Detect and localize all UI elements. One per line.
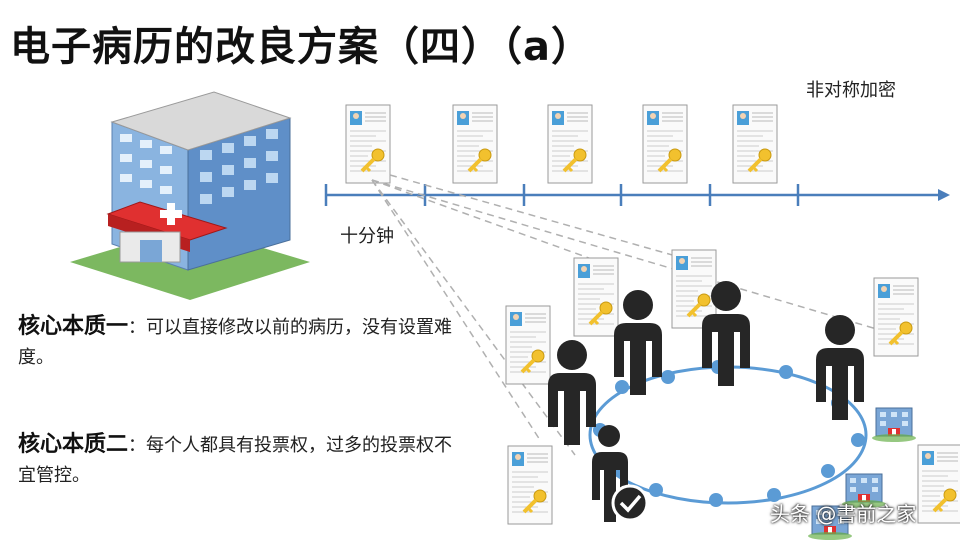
hospital-building-icon bbox=[871, 407, 917, 443]
medical-record-key-icon bbox=[731, 103, 779, 185]
medical-record-key-icon bbox=[504, 304, 552, 386]
core-point-2: 核心本质二：每个人都具有投票权，过多的投票权不宜管控。 bbox=[18, 430, 458, 491]
medical-record-key-icon bbox=[344, 103, 392, 185]
checkmark-icon bbox=[611, 484, 649, 522]
hospital-building-icon bbox=[70, 91, 310, 300]
dashed-connector-lines bbox=[371, 174, 881, 456]
medical-record-key-icon bbox=[641, 103, 689, 185]
core-point-text: ：可以直接修改以前的病历，没有设置难度。 bbox=[18, 317, 453, 368]
person-icon bbox=[816, 315, 864, 420]
core-point-heading: 核心本质二 bbox=[18, 432, 129, 457]
medical-record-key-icon bbox=[872, 276, 920, 358]
watermark: 头条 @書前之家 bbox=[770, 502, 917, 526]
medical-record-key-icon bbox=[506, 444, 554, 526]
page-title: 电子病历的改良方案（四）（a） bbox=[10, 24, 592, 70]
person-icon bbox=[548, 340, 596, 445]
approved-voter bbox=[592, 425, 649, 522]
medical-record-key-icon bbox=[916, 443, 960, 525]
medical-record-key-icon bbox=[572, 256, 620, 338]
timeline bbox=[324, 184, 950, 206]
core-point-text: ：每个人都具有投票权，过多的投票权不宜管控。 bbox=[18, 435, 453, 486]
medical-record-key-icon bbox=[546, 103, 594, 185]
medical-record-key-icon bbox=[451, 103, 499, 185]
person-icon bbox=[614, 290, 662, 395]
interval-label: 十分钟 bbox=[340, 226, 394, 247]
core-point-1: 核心本质一：可以直接修改以前的病历，没有设置难度。 bbox=[18, 312, 458, 373]
core-point-heading: 核心本质一 bbox=[18, 314, 129, 339]
encryption-label: 非对称加密 bbox=[806, 80, 896, 101]
